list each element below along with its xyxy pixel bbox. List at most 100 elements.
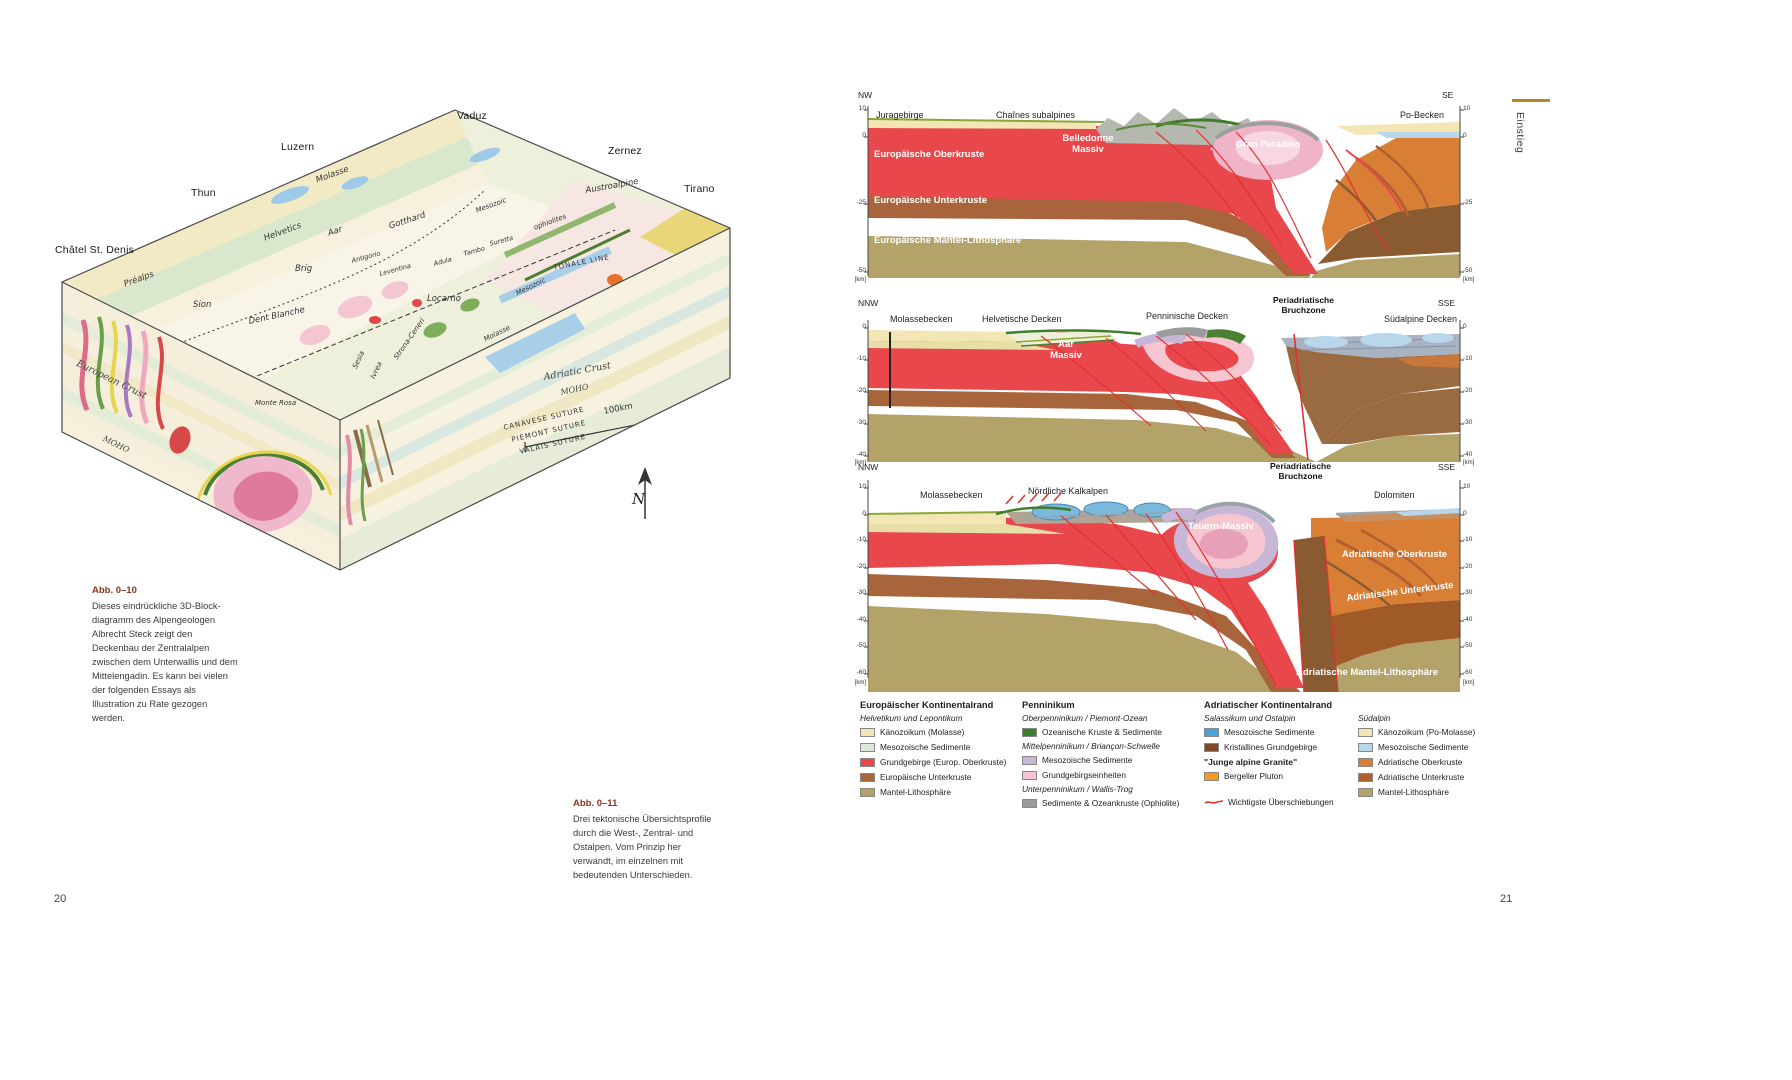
map-label-monte-rosa: Monte Rosa: [255, 399, 297, 407]
axis-unit: [km]: [854, 680, 866, 686]
caption-body: Dieses eindrückliche 3D-Block-diagramm d…: [92, 601, 238, 723]
direction-label-right: SSE: [1438, 462, 1456, 472]
caption-body: Drei tektonische Übersichtsprofile durch…: [573, 814, 712, 880]
axis-tick: 10: [1463, 105, 1471, 112]
north-label: N: [632, 490, 646, 508]
label-periadriatische-bruchzone: Periadriatische Bruchzone: [1270, 461, 1331, 481]
color-swatch: [860, 727, 875, 737]
map-label-brig: Brig: [295, 264, 313, 274]
legend-item: Mantel-Lithosphäre: [1358, 786, 1476, 798]
axis-tick: -25: [1463, 199, 1473, 206]
legend-subheader: Mittelpenninikum / Briançon-Schwelle: [1022, 741, 1160, 751]
color-swatch: [1022, 770, 1037, 780]
legend-subheader: Helvetikum und Lepontikum: [860, 713, 963, 723]
profile-east-illustration: [864, 480, 1464, 693]
axis-unit: [km]: [854, 460, 866, 466]
axis-tick: -30: [856, 419, 866, 426]
direction-label-left: NNW: [858, 462, 879, 472]
legend-header: Südalpin: [1358, 713, 1391, 723]
direction-label-left: NNW: [858, 298, 879, 308]
city-label-thun: Thun: [191, 187, 216, 199]
label-chaines-subalpines: Chaînes subalpines: [996, 110, 1076, 120]
legend-item: Mesozoische Sedimente: [1022, 754, 1200, 766]
color-swatch: [1358, 727, 1373, 737]
label-helvetische-decken: Helvetische Decken: [982, 314, 1062, 324]
color-swatch: [860, 757, 875, 767]
color-swatch: [1358, 757, 1373, 767]
legend-item: Ozeanische Kruste & Sedimente: [1022, 726, 1200, 738]
axis-unit: [km]: [1463, 277, 1475, 283]
legend: Europäischer Kontinentalrand Helvetikum …: [858, 700, 1478, 860]
caption-title: Abb. 0–10: [92, 585, 137, 596]
color-swatch: [1022, 798, 1037, 808]
axis-tick: -30: [1463, 419, 1473, 426]
color-swatch: [1204, 771, 1219, 781]
label-aar-massiv: Aar Massiv: [1050, 339, 1082, 361]
legend-subheader: Unterpenninikum / Wallis-Trog: [1022, 784, 1133, 794]
label-dolomiten: Dolomiten: [1374, 490, 1415, 500]
label-europ-mantel: Europäische Mantel-Lithosphäre: [874, 235, 1022, 246]
profile-central-alps: NNW SSE Molassebecken Helvetische Decken…: [855, 295, 1475, 468]
label-gran-paradiso: Gran Paradiso: [1235, 139, 1301, 150]
color-swatch: [860, 772, 875, 782]
axis-tick: -60: [856, 669, 866, 676]
label-belledonne: Belledonne Massiv: [1062, 133, 1114, 155]
axis-tick: 0: [1463, 132, 1467, 139]
profile-west-illustration: [864, 106, 1464, 278]
axis-tick: -20: [1463, 563, 1473, 570]
color-swatch: [1022, 755, 1037, 765]
color-swatch: [860, 787, 875, 797]
caption-abb-0-10: Abb. 0–10 Dieses eindrückliche 3D-Block-…: [92, 585, 240, 725]
label-adriatische-oberkruste: Adriatische Oberkruste: [1342, 549, 1448, 560]
axis-tick: 0: [862, 323, 866, 330]
label-periadriatische-bruchzone: Periadriatische Bruchzone: [1273, 295, 1334, 315]
legend-header: Adriatischer Kontinentalrand: [1204, 700, 1333, 710]
legend-col-adriatic: Adriatischer Kontinentalrand Salassikum …: [1204, 700, 1356, 811]
axis-tick: -10: [856, 536, 866, 543]
color-swatch: [1358, 742, 1373, 752]
axis-tick: -20: [856, 387, 866, 394]
chapter-marker-line: [1512, 99, 1550, 102]
label-europ-unterkruste: Europäische Unterkruste: [874, 195, 987, 206]
profile-west-alps: NW SE Juragebirge Chaînes subalpines Po-…: [855, 88, 1475, 288]
axis-tick: -40: [1463, 451, 1473, 458]
axis-tick: -60: [1463, 669, 1473, 676]
chapter-label: Einstieg: [1514, 112, 1526, 154]
legend-item: Grundgebirge (Europ. Oberkruste): [860, 756, 1020, 768]
legend-item: Mantel-Lithosphäre: [860, 786, 1020, 798]
legend-item: Kristallines Grundgebirge: [1204, 741, 1356, 753]
profile-east-alps: NNW SSE Molassebecken Nördliche Kalkalpe…: [855, 460, 1474, 702]
axis-unit: [km]: [1463, 680, 1475, 686]
legend-header: Europäischer Kontinentalrand: [860, 700, 994, 710]
axis-tick: -10: [856, 355, 866, 362]
block-diagram-illustration: [61, 109, 731, 571]
city-label-chatel: Châtel St. Denis: [55, 244, 135, 256]
axis-tick: 0: [862, 510, 866, 517]
color-swatch: [1358, 787, 1373, 797]
label-juragebirge: Juragebirge: [876, 110, 924, 120]
legend-item: Grundgebirgseinheiten: [1022, 769, 1200, 781]
axis-tick: 0: [1463, 510, 1467, 517]
legend-header: Penninikum: [1022, 700, 1075, 710]
axis-tick: 10: [858, 483, 866, 490]
legend-item: Känozoikum (Molasse): [860, 726, 1020, 738]
page-number-right: 21: [1500, 893, 1513, 905]
legend-item-thrust-line: Wichtigste Überschiebungen: [1204, 796, 1356, 808]
axis-tick: 0: [1463, 323, 1467, 330]
legend-subheader: "Junge alpine Granite": [1204, 757, 1298, 767]
axis-tick: -30: [856, 589, 866, 596]
direction-label-right: SE: [1442, 90, 1454, 100]
color-swatch: [1204, 727, 1219, 737]
color-swatch: [1358, 772, 1373, 782]
color-swatch: [860, 742, 875, 752]
axis-tick: -50: [856, 642, 866, 649]
map-label-sion: Sion: [193, 300, 212, 310]
axis-tick: -25: [856, 199, 866, 206]
label-molassebecken: Molassebecken: [920, 490, 983, 500]
legend-item: Mesozoische Sedimente: [1204, 726, 1356, 738]
north-arrow-icon: [638, 467, 652, 519]
legend-subheader: Salassikum und Ostalpin: [1204, 713, 1296, 723]
legend-col-penninikum: Penninikum Oberpenninikum / Piemont-Ozea…: [1022, 700, 1200, 812]
label-europ-oberkruste: Europäische Oberkruste: [874, 149, 985, 160]
